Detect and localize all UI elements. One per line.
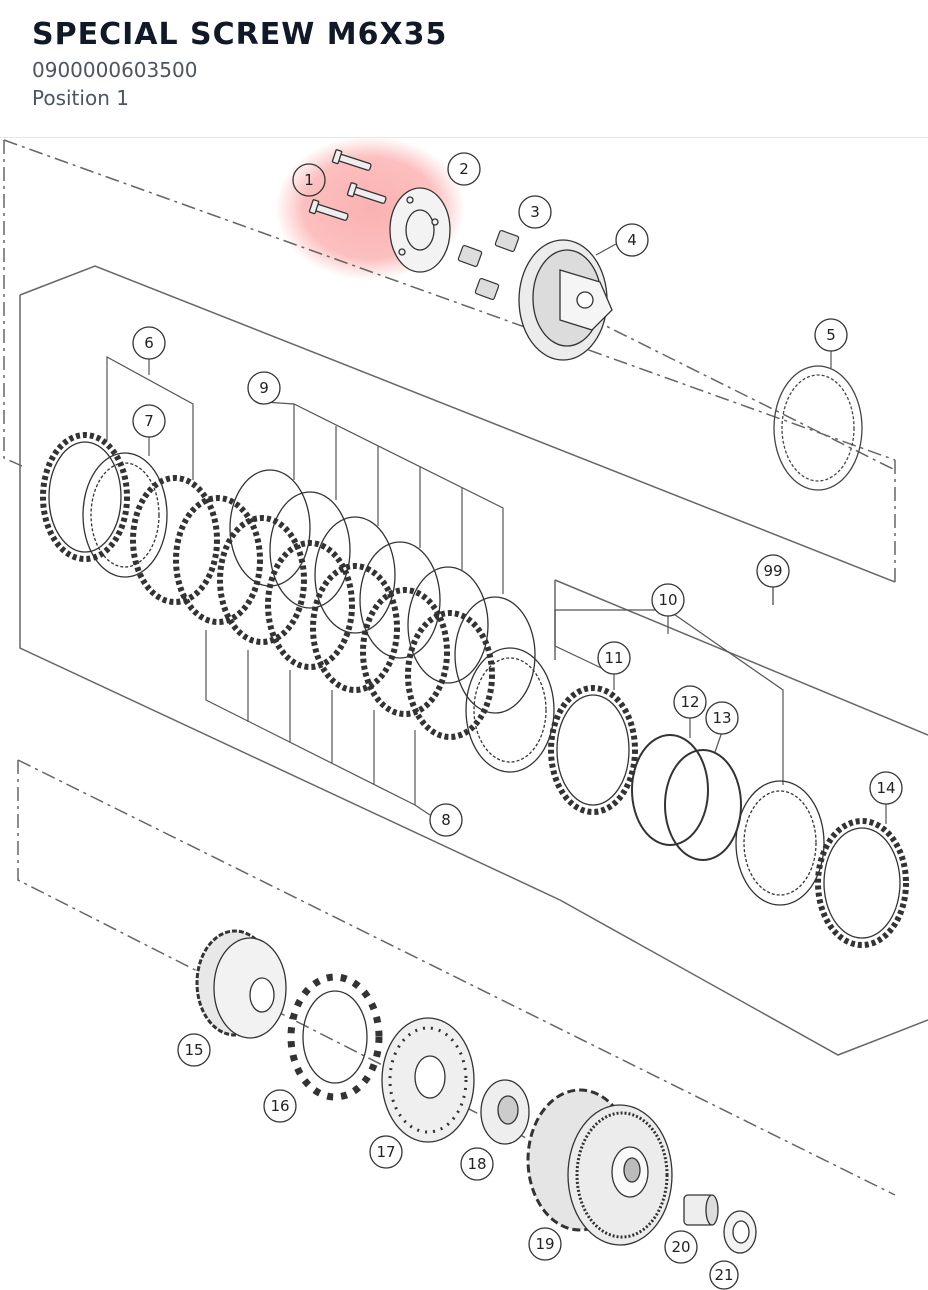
part-16-spring-plate[interactable] <box>287 973 383 1101</box>
leader-10 <box>554 609 784 785</box>
callout-12[interactable]: 12 <box>673 685 707 719</box>
part-4-pressure-plate[interactable] <box>518 239 613 361</box>
part-number: 0900000603500 <box>32 58 198 82</box>
leader-13 <box>714 731 723 753</box>
callout-21[interactable]: 21 <box>709 1260 739 1290</box>
callout-11[interactable]: 11 <box>597 641 631 675</box>
callout-15[interactable]: 15 <box>177 1033 211 1067</box>
part-1-screws[interactable] <box>308 149 387 224</box>
part-11-friction-plate[interactable] <box>548 685 638 815</box>
part-21-washer[interactable] <box>723 1210 757 1254</box>
part-10-steel-plate[interactable] <box>735 780 825 906</box>
callout-group: 1 2 3 4 5 6 7 8 9 10 11 12 13 14 15 16 1… <box>132 152 903 1290</box>
callout-label: 4 <box>627 231 637 249</box>
dashed-axis-top <box>3 139 896 461</box>
callout-20[interactable]: 20 <box>664 1230 698 1264</box>
part-6-friction-plate[interactable] <box>40 432 130 562</box>
callout-1[interactable]: 1 <box>292 163 326 197</box>
leader-6 <box>106 355 194 480</box>
leader-9 <box>293 403 504 594</box>
leader-8 <box>205 630 431 816</box>
callout-label: 18 <box>467 1155 486 1173</box>
callout-16[interactable]: 16 <box>263 1089 297 1123</box>
dashed-line-5 <box>589 317 896 471</box>
callout-label: 6 <box>144 334 154 352</box>
callout-17[interactable]: 17 <box>369 1135 403 1169</box>
callout-label: 13 <box>712 709 731 727</box>
dashed-frame-top <box>3 140 23 467</box>
callout-label: 3 <box>530 203 540 221</box>
part-position: Position 1 <box>32 86 129 110</box>
part-5-disc[interactable] <box>773 365 863 491</box>
frame-plates-left <box>19 295 561 901</box>
callout-99[interactable]: 99 <box>756 554 790 588</box>
callout-label: 12 <box>680 693 699 711</box>
part-13-ring[interactable] <box>664 749 742 861</box>
dashed-frame-left-bottom <box>17 760 531 1141</box>
clutch-plate-stack[interactable] <box>40 432 555 773</box>
callout-label: 7 <box>144 412 154 430</box>
part-17-drive-plate[interactable] <box>381 1017 475 1143</box>
frame-99 <box>554 579 928 736</box>
callout-label: 15 <box>184 1041 203 1059</box>
part-15-inner-hub[interactable] <box>195 929 287 1039</box>
callout-3[interactable]: 3 <box>518 195 552 229</box>
dashed-axis-bottom <box>17 759 896 1196</box>
callout-13[interactable]: 13 <box>705 701 739 735</box>
part-19-clutch-basket[interactable] <box>526 1088 673 1246</box>
callout-label: 11 <box>604 649 623 667</box>
callout-2[interactable]: 2 <box>447 152 481 186</box>
callout-9[interactable]: 9 <box>247 371 281 405</box>
part-7-steel-plate[interactable] <box>82 452 168 578</box>
part-14-friction-plate[interactable] <box>815 818 909 948</box>
callout-19[interactable]: 19 <box>528 1227 562 1261</box>
callout-label: 16 <box>270 1097 289 1115</box>
callout-7[interactable]: 7 <box>132 404 166 438</box>
callout-label: 5 <box>826 326 836 344</box>
callout-label: 9 <box>259 379 269 397</box>
callout-label: 21 <box>714 1266 733 1284</box>
callout-14[interactable]: 14 <box>869 771 903 805</box>
leader-4 <box>595 243 617 256</box>
callout-label: 17 <box>376 1143 395 1161</box>
callout-label: 19 <box>535 1235 554 1253</box>
callout-label: 2 <box>459 160 469 178</box>
part-title: SPECIAL SCREW M6X35 <box>32 17 448 52</box>
callout-18[interactable]: 18 <box>460 1147 494 1181</box>
callout-6[interactable]: 6 <box>132 326 166 360</box>
callout-10[interactable]: 10 <box>651 583 685 617</box>
frame-99-bottom <box>559 899 928 1056</box>
callout-label: 14 <box>876 779 895 797</box>
callout-label: 10 <box>658 591 677 609</box>
exploded-diagram: 1 2 3 4 5 6 7 8 9 10 11 12 13 14 15 16 1… <box>3 138 928 1290</box>
header-divider <box>0 137 928 138</box>
callout-4[interactable]: 4 <box>615 223 649 257</box>
part-3-bushings[interactable] <box>457 230 520 300</box>
callout-label: 8 <box>441 811 451 829</box>
callout-label: 99 <box>763 562 782 580</box>
part-2-plate[interactable] <box>389 187 451 273</box>
callout-label: 1 <box>304 171 314 189</box>
callout-8[interactable]: 8 <box>429 803 463 837</box>
callout-label: 20 <box>671 1238 690 1256</box>
frame-plates <box>19 265 896 583</box>
callout-5[interactable]: 5 <box>814 318 848 352</box>
part-header: SPECIAL SCREW M6X35 0900000603500 Positi… <box>32 14 447 112</box>
part-12-ring[interactable] <box>631 734 709 846</box>
part-20-sleeve[interactable] <box>683 1194 719 1226</box>
part-18-bearing[interactable] <box>480 1079 530 1145</box>
